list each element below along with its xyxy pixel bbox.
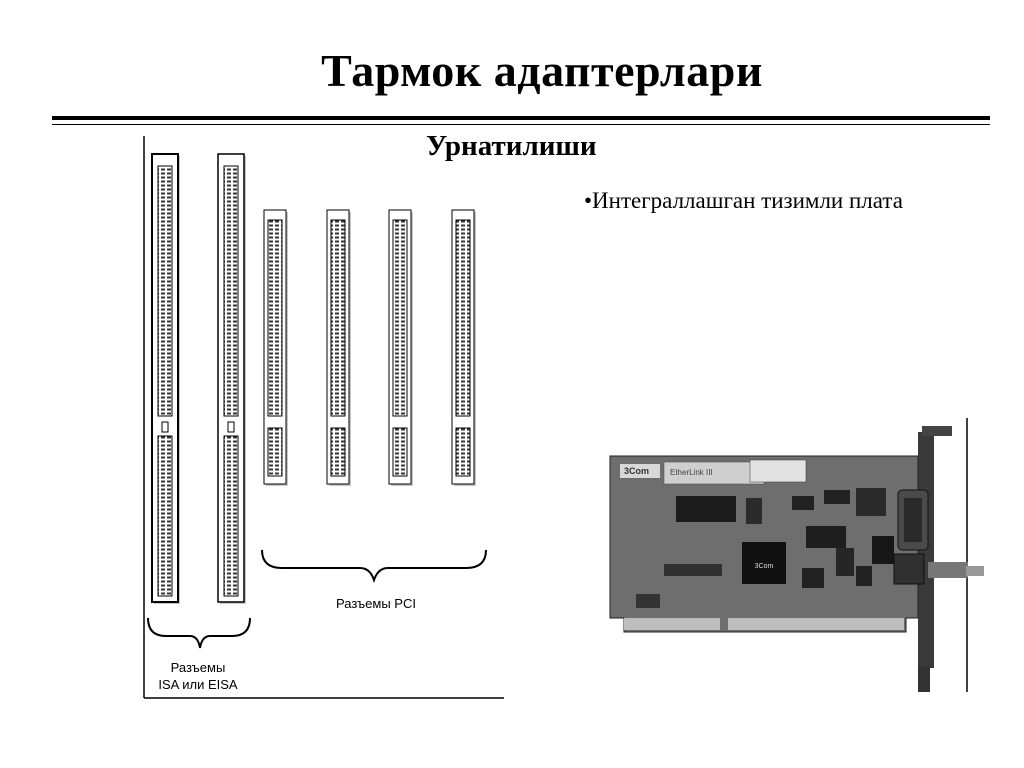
card-edge-connector (624, 618, 904, 630)
title-divider-thick (52, 116, 990, 120)
db15-connector (897, 489, 929, 551)
pci-brace (261, 549, 487, 584)
isa-slots-label-line1: Разъемы (171, 660, 226, 675)
isa-slot (217, 153, 246, 604)
isa-slot (151, 153, 180, 604)
card-pcb (609, 455, 919, 633)
chip-label: 3Com (755, 563, 774, 570)
slide-title: Тармок адаптерлари (321, 45, 763, 96)
network-card-image: 3Com EtherLink III 3Com (609, 418, 984, 692)
card-brand-label: 3Com (624, 466, 649, 476)
isa-brace (147, 617, 251, 649)
pci-slot (388, 209, 413, 486)
pci-slots-label: Разъемы PCI (336, 596, 416, 611)
card-bracket (918, 418, 968, 692)
pci-slot (263, 209, 288, 486)
pci-slot (326, 209, 351, 486)
isa-slots-label-line2: ISA или EISA (158, 677, 238, 692)
pci-slot (451, 209, 476, 486)
bullet-item: •Интеграллашган тизимли плата (584, 188, 903, 213)
title-divider-thin (52, 124, 990, 125)
card-model-label: EtherLink III (670, 468, 713, 477)
expansion-slots-figure: Разъемы PCI Разъемы ISA или EISA (143, 136, 504, 699)
rj45-connector (893, 553, 984, 585)
slide-subtitle: Урнатилиши (426, 130, 597, 162)
